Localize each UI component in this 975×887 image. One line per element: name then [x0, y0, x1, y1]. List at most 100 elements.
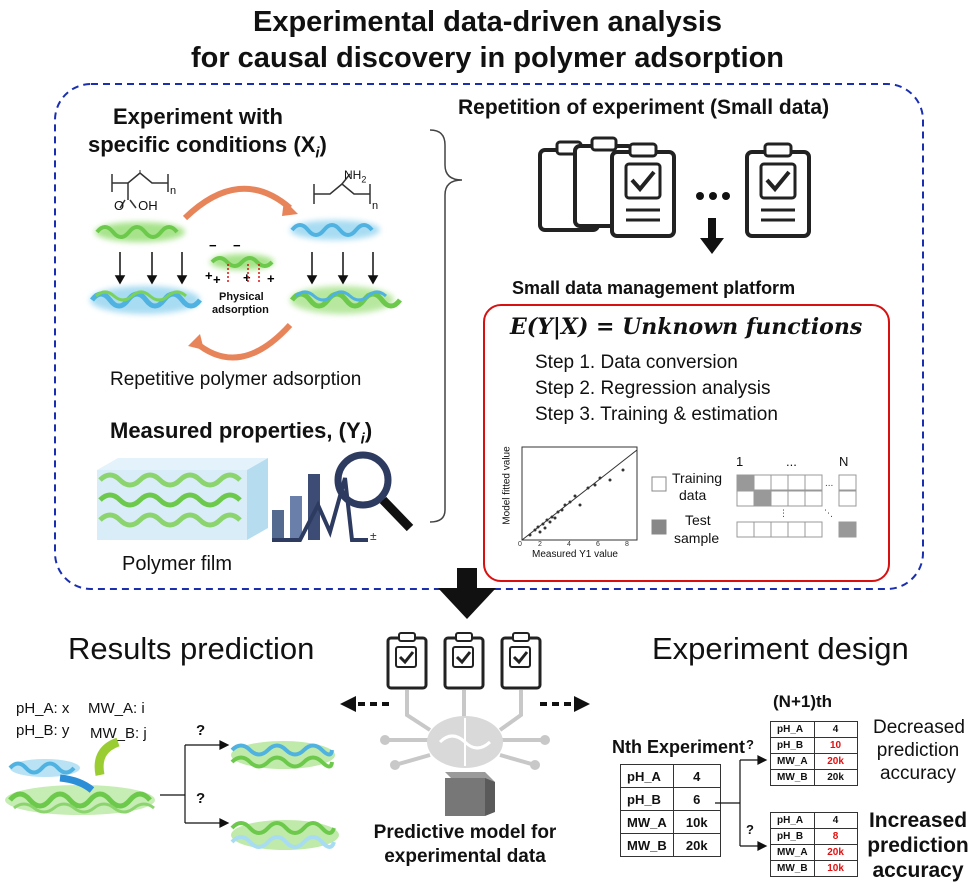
- svg-text:±: ±: [370, 529, 377, 543]
- small-clipboard-1: [386, 632, 428, 690]
- green-arrow: [94, 737, 120, 776]
- brain-icon: [427, 716, 503, 768]
- param-name-cell: MW_B: [620, 833, 674, 857]
- svg-text:4: 4: [567, 541, 571, 548]
- svg-text:...: ...: [825, 478, 833, 489]
- input-polymer-blob: [5, 759, 155, 815]
- clipboard-icon-4: [745, 142, 811, 238]
- acrylic-acid-structure: [111, 170, 169, 209]
- ellipsis-dots: [696, 192, 730, 200]
- svg-text:−: −: [233, 238, 241, 253]
- n-label-2: n: [372, 200, 379, 212]
- film-blob-right: [290, 286, 402, 314]
- test-label-2: sample: [674, 530, 720, 546]
- question-2: ?: [196, 790, 206, 807]
- green-polymer-chain-1: [95, 222, 185, 242]
- title-line-2: for causal discovery in polymer adsorpti…: [190, 42, 785, 74]
- small-clipboard-3: [500, 632, 542, 690]
- result-blob-1: [230, 741, 335, 769]
- interaction-lines: [227, 264, 260, 282]
- mw-b-label: MW_B: j: [90, 725, 147, 742]
- svg-text:6: 6: [596, 541, 600, 548]
- polymer-film-label: Polymer film: [122, 553, 233, 575]
- ph-a-label: pH_A: x: [16, 700, 70, 717]
- step-2: Step 2. Regression analysis: [535, 378, 771, 399]
- down-arrows: [114, 252, 379, 285]
- magnifier-icon: ±: [334, 451, 414, 543]
- exp-title-line2: specific conditions (Xi): [88, 132, 327, 162]
- param-value-cell: 20k: [672, 833, 721, 857]
- step-1: Step 1. Data conversion: [535, 352, 738, 373]
- circuit-nodes: [380, 735, 550, 770]
- charge-marks: −− ++++: [205, 238, 275, 287]
- down-arrow-black: [700, 218, 724, 254]
- results-prediction-title: Results prediction: [68, 631, 315, 666]
- database-cube: [445, 772, 495, 816]
- svg-text:+: +: [213, 272, 221, 287]
- n1th-label: (N+1)th: [773, 692, 833, 711]
- polymer-film-block: [97, 458, 268, 540]
- scatter-points: [528, 468, 625, 537]
- col-dots-label: ...: [786, 454, 797, 469]
- param-value-cell: 20k: [813, 769, 858, 786]
- nth-experiment-label: Nth Experiment: [612, 737, 746, 757]
- param-value-cell: 20k: [813, 844, 858, 861]
- dashed-arrow-right: [540, 696, 590, 712]
- test-label: Test: [685, 512, 711, 528]
- amine-structure: [313, 173, 371, 204]
- title-line-1: Experimental data-driven analysis: [252, 6, 723, 38]
- adsorption-label: adsorption: [212, 304, 269, 316]
- step-3: Step 3. Training & estimation: [535, 404, 778, 425]
- circuit-lines: [385, 690, 545, 767]
- equation: E(Y|X) = Unknown functions: [510, 314, 863, 340]
- branch-lines: [160, 740, 230, 828]
- repetition-title: Repetition of experiment (Small data): [458, 96, 830, 119]
- svg-text:0: 0: [518, 541, 522, 548]
- svg-text:⋱: ⋱: [824, 508, 833, 518]
- predictive-label-2: experimental data: [384, 846, 546, 867]
- design-question-1: ?: [746, 737, 754, 752]
- physical-label: Physical: [219, 291, 264, 303]
- middle-polymer-chain: [210, 254, 274, 270]
- result-blob-2: [230, 820, 339, 850]
- question-1: ?: [196, 722, 206, 739]
- svg-text:−: −: [209, 238, 217, 253]
- measured-title: Measured properties, (Yi): [110, 418, 373, 448]
- platform-title: Small data management platform: [512, 278, 796, 298]
- svg-text:+: +: [205, 268, 213, 283]
- col-1-label: 1: [736, 454, 744, 469]
- ph-b-label: pH_B: y: [16, 722, 70, 739]
- orange-arrow-bottom: [193, 322, 293, 361]
- plot-xlabel: Measured Y1 value: [532, 549, 618, 560]
- clipboard-icon-3: [610, 142, 676, 238]
- blue-polymer-chain-1: [290, 220, 380, 240]
- blue-arrow: [59, 774, 95, 793]
- repetitive-label: Repetitive polymer adsorption: [110, 369, 362, 390]
- svg-text:⋮: ⋮: [779, 508, 788, 518]
- svg-text:2: 2: [538, 541, 542, 548]
- orange-arrow-top: [182, 185, 292, 221]
- brace-shape: [429, 129, 463, 523]
- small-clipboard-2: [443, 632, 485, 690]
- training-label-2: data: [679, 487, 707, 503]
